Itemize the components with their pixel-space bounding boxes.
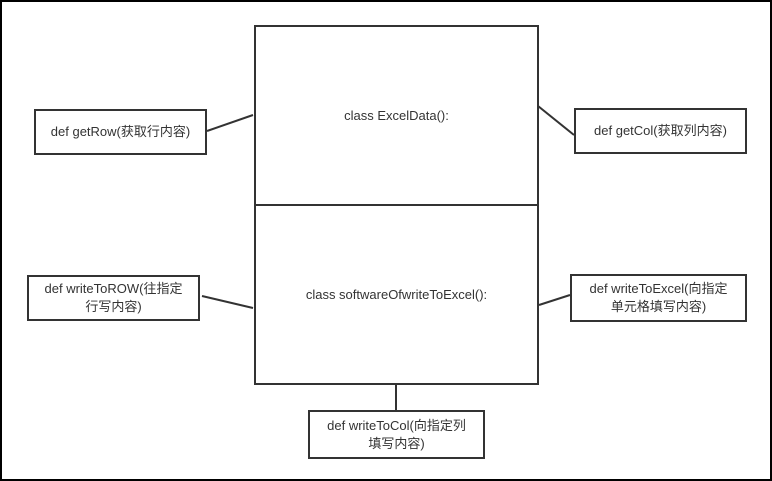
method-writetorow-label-line2: 行写内容)	[85, 299, 142, 314]
method-getrow-label: def getRow(获取行内容)	[50, 124, 191, 139]
class-node-exceldata[interactable]: class ExcelData():	[256, 27, 537, 206]
method-node-getrow[interactable]: def getRow(获取行内容)	[34, 109, 207, 155]
class-node-softwareofwritetoexcel[interactable]: class softwareOfwriteToExcel():	[256, 206, 537, 383]
method-writetocol-label-line2: 填写内容)	[368, 435, 425, 451]
connector-class-to-writetoexcel	[538, 294, 571, 306]
class-softwareofwritetoexcel-label: class softwareOfwriteToExcel():	[305, 287, 488, 302]
method-writetorow-label-line1: def writeToROW(往指定	[44, 281, 183, 296]
method-writetoexcel-label-line2: 单元格填写内容)	[610, 299, 707, 314]
class-exceldata-label: class ExcelData():	[344, 108, 449, 123]
class-node-container[interactable]: class ExcelData(): class softwareOfwrite…	[254, 25, 539, 385]
connector-getrow-to-exceldata	[206, 114, 254, 132]
connector-writetorow-to-class	[201, 295, 254, 309]
connector-exceldata-to-getcol	[537, 105, 575, 136]
method-getcol-label: def getCol(获取列内容)	[594, 123, 727, 138]
method-node-writetocol[interactable]: def writeToCol(向指定列 填写内容)	[308, 410, 485, 459]
method-writetoexcel-label-line1: def writeToExcel(向指定	[589, 281, 728, 296]
method-writetocol-label-line1: def writeToCol(向指定列	[327, 417, 466, 433]
method-node-getcol[interactable]: def getCol(获取列内容)	[574, 108, 747, 154]
method-node-writetoexcel[interactable]: def writeToExcel(向指定 单元格填写内容)	[570, 274, 747, 322]
method-node-writetorow[interactable]: def writeToROW(往指定 行写内容)	[27, 275, 200, 321]
